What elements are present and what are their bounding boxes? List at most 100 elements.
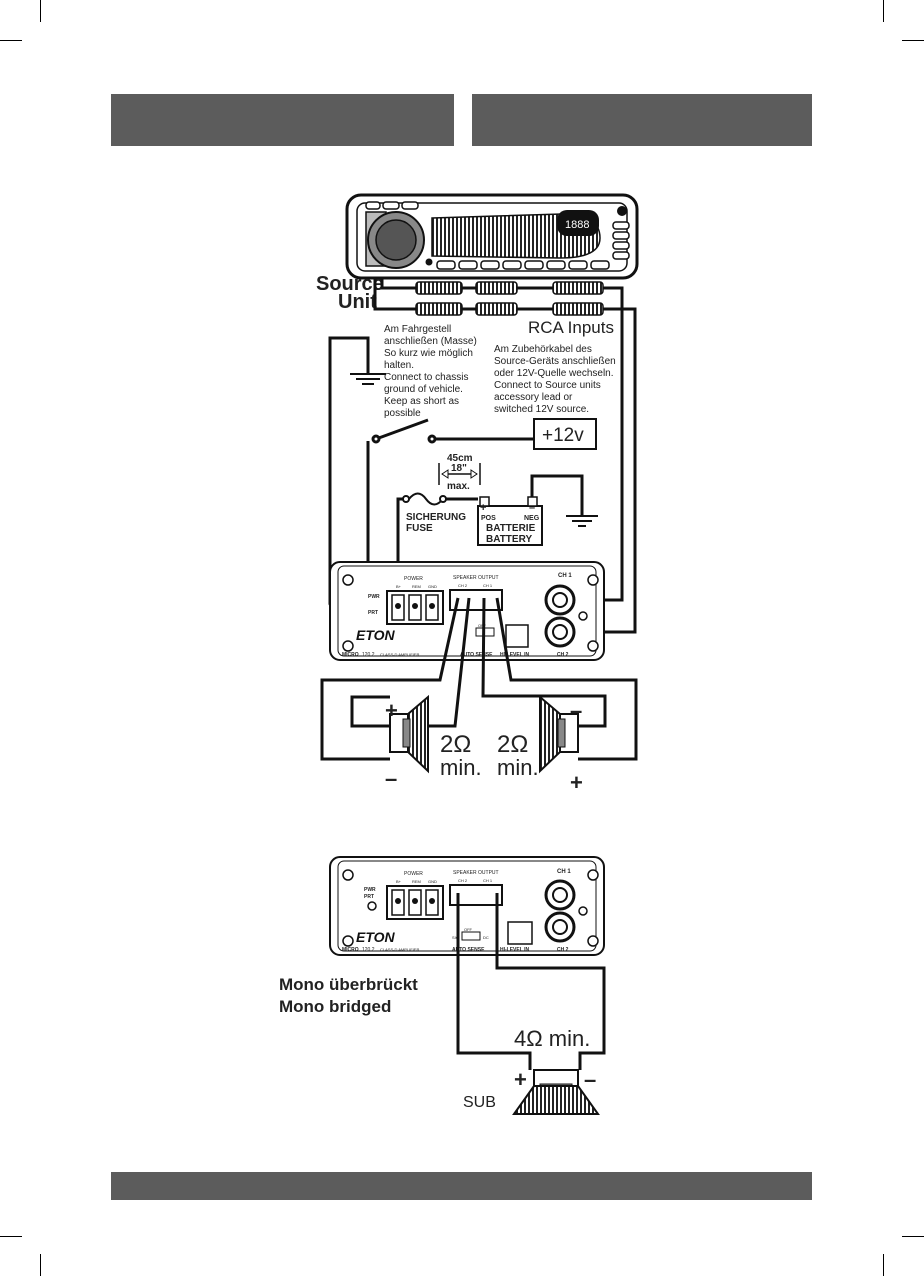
- svg-text:accessory lead or: accessory lead or: [494, 392, 573, 403]
- svg-text:1888: 1888: [565, 219, 589, 231]
- svg-text:CLASS-D AMPLIFIER: CLASS-D AMPLIFIER: [380, 947, 419, 952]
- svg-text:possible: possible: [384, 408, 421, 419]
- ground-symbol-icon: [566, 515, 598, 527]
- svg-text:SPEAKER OUTPUT: SPEAKER OUTPUT: [453, 870, 499, 876]
- sub-plus: +: [514, 1067, 527, 1092]
- svg-text:–: –: [529, 502, 535, 514]
- svg-text:ETON: ETON: [356, 929, 396, 945]
- svg-text:CH 2: CH 2: [458, 583, 468, 588]
- svg-text:B+: B+: [396, 879, 402, 884]
- display-icon: 1888: [431, 210, 601, 259]
- ground-note: Am Fahrgestell anschließen (Masse) So ku…: [384, 324, 477, 419]
- svg-text:oder 12V-Quelle wechseln.: oder 12V-Quelle wechseln.: [494, 368, 614, 379]
- distance-marker: 45cm 18" max.: [438, 453, 481, 492]
- svg-text:NEG: NEG: [524, 515, 540, 522]
- svg-text:BATTERIE: BATTERIE: [486, 523, 536, 534]
- svg-text:Am Zubehörkabel des: Am Zubehörkabel des: [494, 344, 592, 355]
- source-unit-label: Source: [316, 273, 384, 295]
- svg-text:45cm: 45cm: [447, 453, 473, 464]
- speaker-icon: [389, 694, 429, 774]
- svg-text:120.2: 120.2: [362, 652, 375, 658]
- svg-text:18": 18": [451, 463, 467, 474]
- sub-wires: [456, 893, 606, 1070]
- svg-text:CH 1: CH 1: [558, 573, 572, 579]
- rca-plug-icon: [415, 281, 604, 316]
- crop-mark: [883, 1254, 884, 1276]
- svg-text:GND: GND: [428, 584, 437, 589]
- subwoofer-icon: [512, 1069, 600, 1115]
- svg-text:DC: DC: [483, 935, 489, 940]
- crop-mark: [0, 1236, 22, 1237]
- svg-text:AUTO SENSE: AUTO SENSE: [452, 947, 485, 953]
- ground-symbol-icon: [350, 373, 386, 385]
- remote-note: Am Zubehörkabel des Source-Geräts anschl…: [494, 344, 616, 415]
- crop-mark: [883, 0, 884, 22]
- volume-knob-icon: [365, 211, 425, 269]
- footer-bar: [111, 1172, 812, 1200]
- speaker-wires: [320, 597, 638, 761]
- svg-text:BATTERY: BATTERY: [486, 534, 532, 545]
- sub-minus: –: [584, 1067, 596, 1092]
- left-speaker-impedance: 2Ω: [440, 731, 471, 758]
- svg-text:REM: REM: [412, 584, 421, 589]
- header-bar-right: [472, 94, 812, 146]
- fuse-icon: [402, 492, 447, 506]
- speaker-plus: +: [570, 770, 583, 795]
- svg-text:MICRO: MICRO: [342, 947, 359, 953]
- speaker-icon: [539, 694, 579, 774]
- header-bar-left: [111, 94, 454, 146]
- svg-text:REM: REM: [412, 879, 421, 884]
- right-speaker-impedance: min.: [497, 755, 539, 780]
- svg-text:MICRO: MICRO: [342, 652, 359, 658]
- svg-text:CH 1: CH 1: [483, 583, 493, 588]
- svg-text:ground of vehicle.: ground of vehicle.: [384, 384, 463, 395]
- plus12v-label: +12v: [542, 425, 584, 446]
- svg-text:PRT: PRT: [368, 610, 378, 616]
- svg-text:PRT: PRT: [364, 894, 374, 900]
- svg-text:OFF: OFF: [464, 927, 473, 932]
- svg-text:PWR: PWR: [364, 887, 376, 893]
- rca-inputs-label: RCA Inputs: [528, 318, 614, 337]
- right-speaker-impedance: 2Ω: [497, 731, 528, 758]
- speaker-minus: –: [570, 698, 582, 723]
- svg-text:Keep as short as: Keep as short as: [384, 396, 459, 407]
- speaker-minus: –: [385, 766, 397, 791]
- svg-text:CH 1: CH 1: [557, 869, 571, 875]
- bridged-label: Mono bridged: [279, 997, 391, 1016]
- crop-mark: [40, 1254, 41, 1276]
- svg-text:+: +: [480, 502, 486, 514]
- svg-text:AUTO SENSE: AUTO SENSE: [460, 652, 493, 658]
- svg-text:max.: max.: [447, 481, 470, 492]
- svg-text:So kurz wie möglich: So kurz wie möglich: [384, 348, 473, 359]
- bridged-label: Mono überbrückt: [279, 975, 418, 994]
- svg-text:SPEAKER OUTPUT: SPEAKER OUTPUT: [453, 575, 499, 581]
- crop-mark: [902, 40, 924, 41]
- svg-text:Connect to chassis: Connect to chassis: [384, 372, 469, 383]
- svg-text:anschließen (Masse): anschließen (Masse): [384, 336, 477, 347]
- plus12v-box: [533, 418, 597, 450]
- head-unit: 1888: [345, 193, 639, 280]
- svg-text:CLASS-D AMPLIFIER: CLASS-D AMPLIFIER: [380, 652, 419, 657]
- source-unit-label: Unit: [338, 291, 377, 313]
- svg-text:POWER: POWER: [404, 871, 423, 877]
- svg-text:HI-LEVEL IN: HI-LEVEL IN: [500, 947, 529, 953]
- sub-impedance: 4Ω min.: [514, 1026, 590, 1051]
- crop-mark: [0, 40, 22, 41]
- svg-text:CH 1: CH 1: [483, 878, 493, 883]
- speaker-plus: +: [385, 698, 398, 723]
- svg-text:Connect to Source units: Connect to Source units: [494, 380, 601, 391]
- svg-text:SIG: SIG: [452, 935, 459, 940]
- svg-text:B+: B+: [396, 584, 402, 589]
- svg-text:POWER: POWER: [404, 576, 423, 582]
- svg-text:CH 2: CH 2: [557, 652, 569, 658]
- svg-text:switched 12V source.: switched 12V source.: [494, 404, 589, 415]
- sub-label: SUB: [463, 1094, 496, 1111]
- svg-text:halten.: halten.: [384, 360, 414, 371]
- svg-text:CH 2: CH 2: [458, 878, 468, 883]
- svg-text:Am Fahrgestell: Am Fahrgestell: [384, 324, 451, 335]
- battery-icon: + – POS NEG BATTERIE BATTERY: [477, 496, 543, 546]
- svg-text:CH 2: CH 2: [557, 947, 569, 953]
- crop-mark: [40, 0, 41, 22]
- fuse-label: FUSE: [406, 523, 433, 534]
